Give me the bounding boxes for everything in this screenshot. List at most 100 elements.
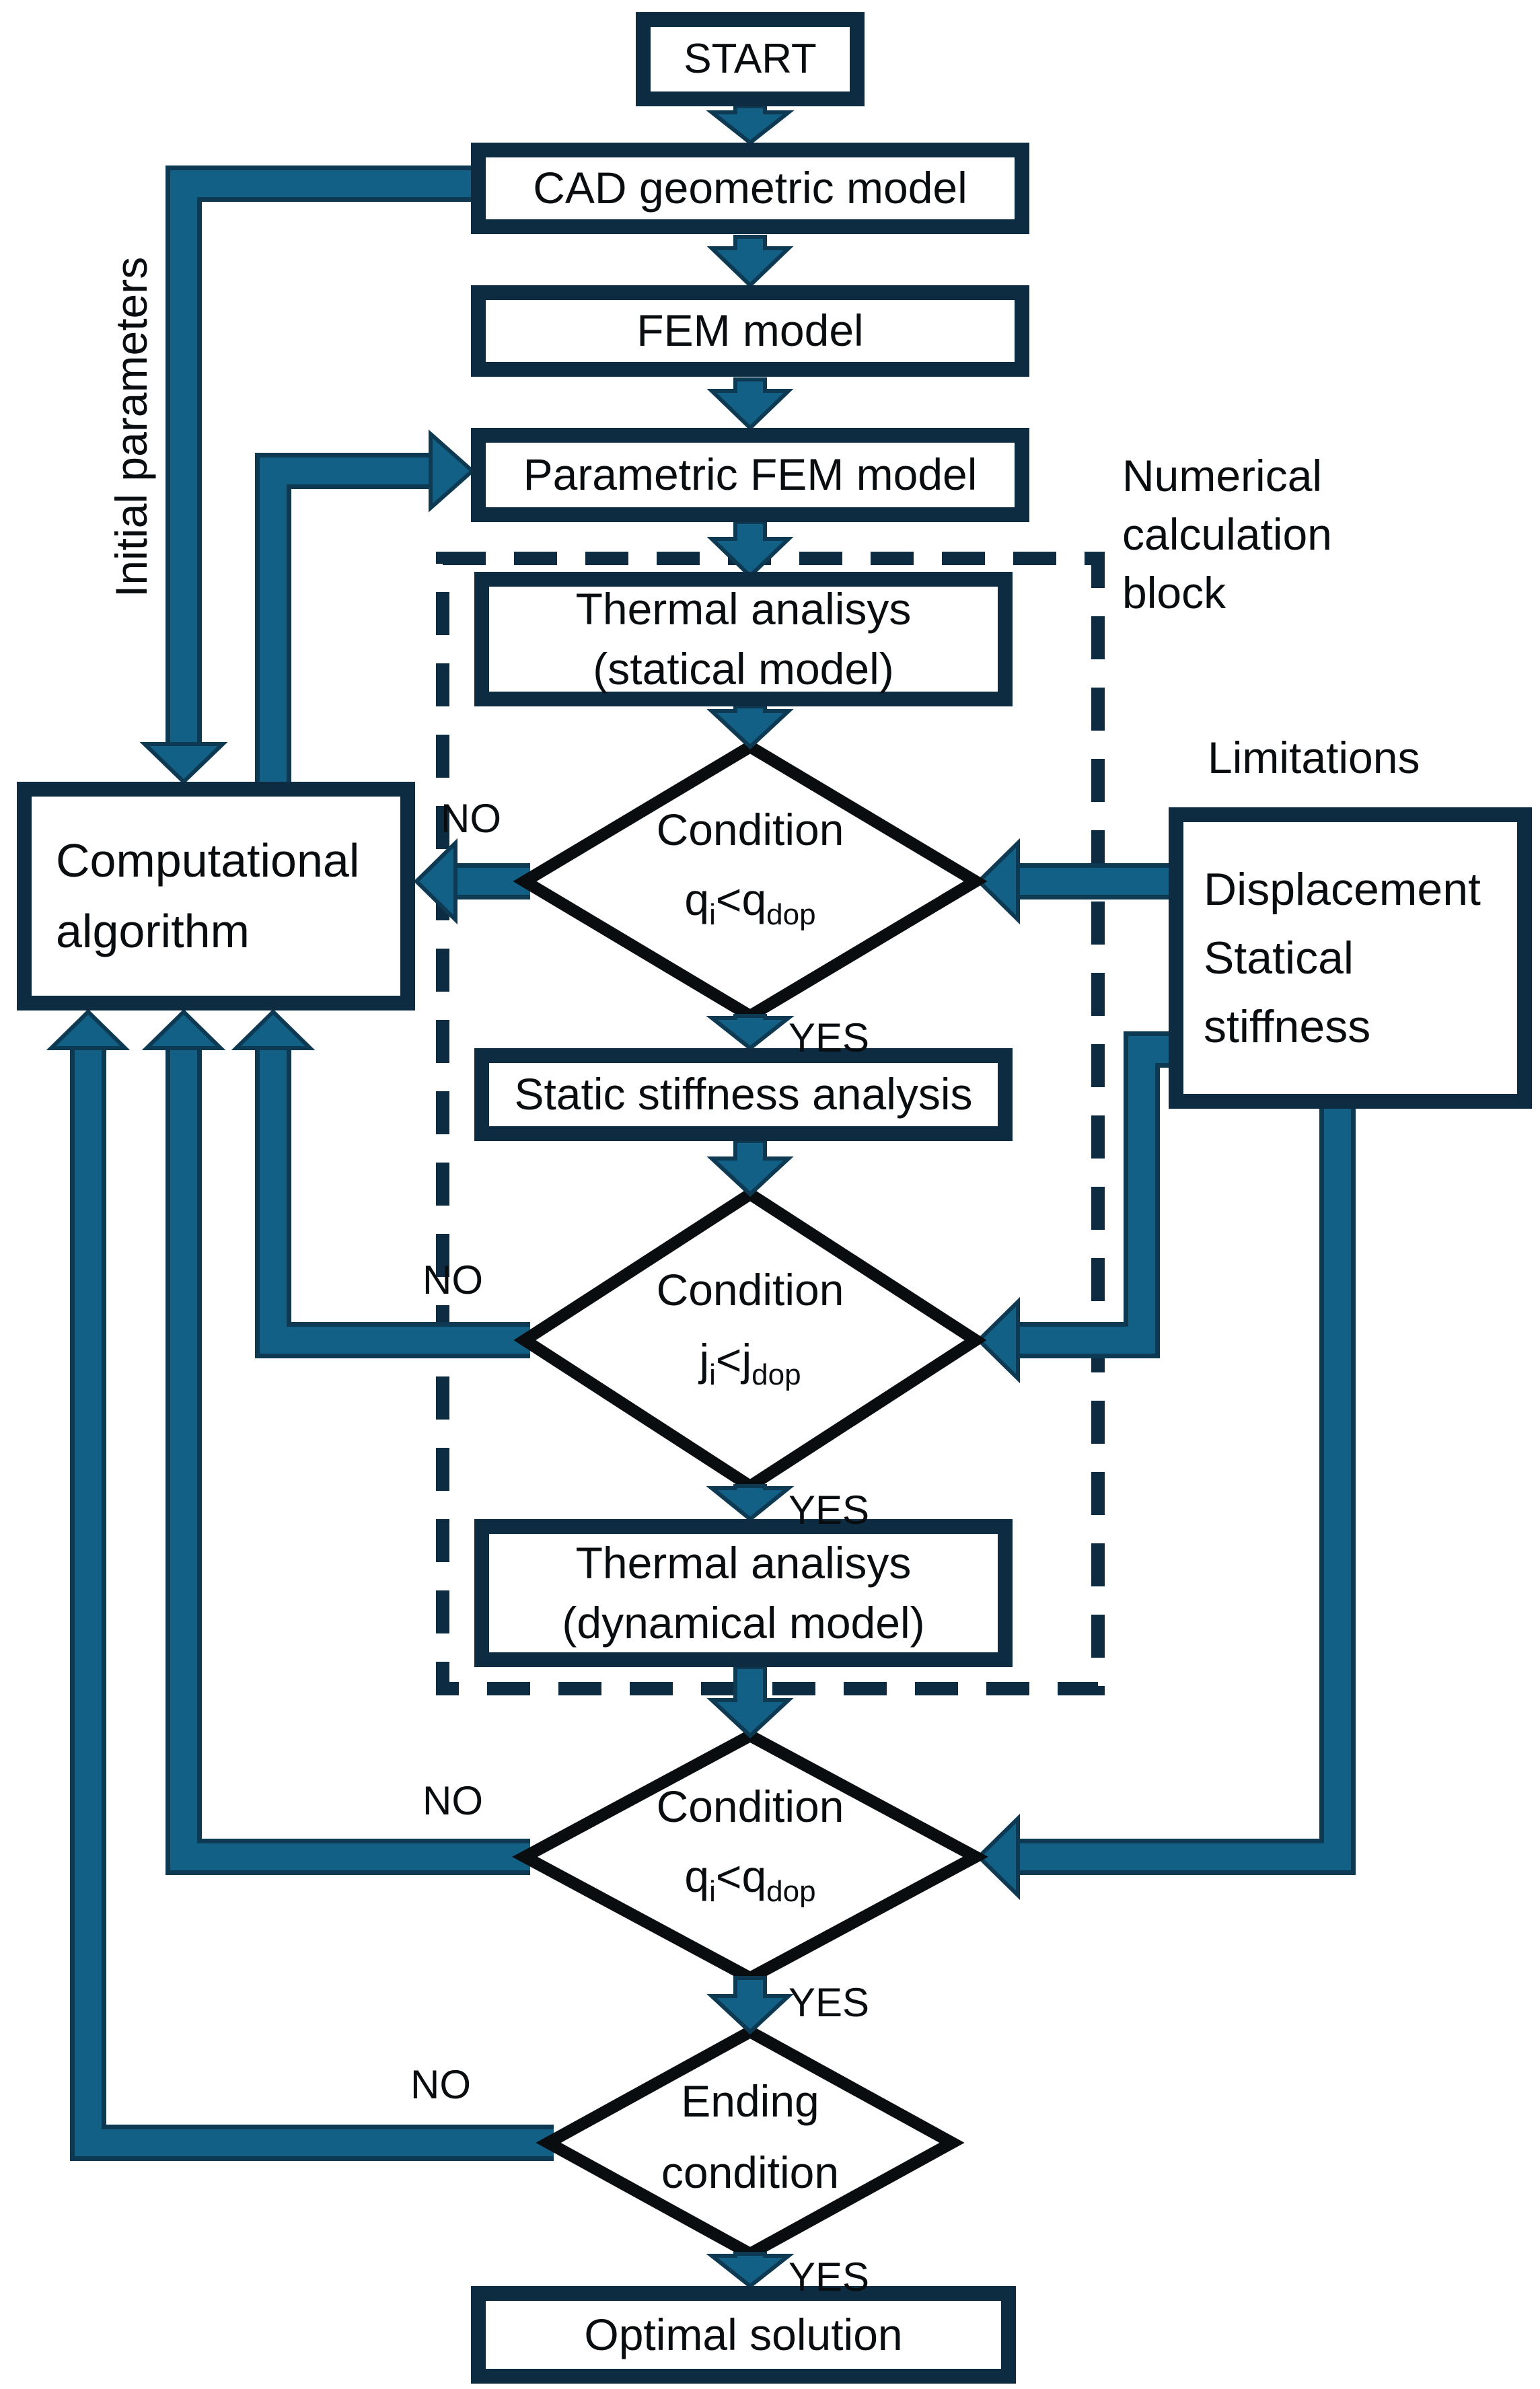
edge-computational-to-parametric (255, 429, 476, 782)
node-optimal-solution: Optimal solution (471, 2286, 1016, 2384)
node-computational-algorithm: Computational algorithm (17, 782, 415, 1010)
edge-line (1016, 1036, 1169, 1354)
edge-outline (166, 1047, 530, 1875)
thermal-static-line1: Thermal analisys (575, 583, 912, 634)
edge-cond2-no (231, 1008, 530, 1358)
node-thermal-analysis-dynamic: Thermal analisys (dynamical model) (474, 1519, 1013, 1667)
edge-label-yes-cond3: YES (789, 1980, 870, 2025)
edge-outline (255, 453, 431, 782)
edge-ending-no (46, 1008, 554, 2161)
edge-line (260, 1047, 530, 1354)
arrowhead-up-icon (231, 1008, 316, 1050)
limitations-line2: Statical (1204, 932, 1354, 984)
node-cad-label: CAD geometric model (533, 163, 967, 213)
edge-initial-parameters (139, 166, 471, 785)
arrowhead-up-icon (46, 1008, 131, 1050)
arrow-fem-to-parametric (706, 377, 794, 431)
edge-line (170, 170, 471, 745)
node-cad-model: CAD geometric model (471, 143, 1029, 234)
arrowhead-down-icon (139, 742, 228, 785)
thermal-dynamic-line1: Thermal analisys (575, 1537, 912, 1588)
edge-label-no-cond2: NO (423, 1257, 483, 1302)
condition-1-formula: qi<qdop (684, 877, 815, 930)
formula-rhs: q (741, 875, 767, 924)
edge-line (260, 457, 431, 782)
arrow-thermal-static-to-cond1 (706, 704, 794, 750)
node-condition-1-text: Condition qi<qdop (582, 807, 918, 930)
formula-lhs: q (684, 1851, 710, 1901)
arrow-ending-yes (706, 2252, 795, 2289)
label-numerical-calculation-block: Numerical calculation block (1122, 447, 1411, 622)
edge-limitations-to-cond2 (976, 1031, 1169, 1384)
edge-limitations-to-cond3 (976, 1109, 1356, 1901)
arrow-dynamic-to-cond3 (706, 1665, 794, 1739)
main-flow-arrows (706, 104, 795, 2289)
thermal-static-line2: (statical model) (593, 644, 894, 694)
arrow-cond3-yes (706, 1976, 794, 2035)
label-initial-parameters: Initial parameters (101, 222, 161, 632)
ending-line2: condition (661, 2147, 840, 2197)
formula-rhs-sub: dop (751, 1358, 801, 1392)
arrowhead-up-icon (141, 1008, 226, 1050)
edge-cond3-no (141, 1008, 530, 1875)
arrow-stiffness-to-cond2 (706, 1139, 794, 1198)
edge-line (170, 1047, 530, 1870)
arrowhead-left-icon (413, 838, 457, 925)
arrowhead-left-icon (976, 1813, 1020, 1901)
label-limitations: Limitations (1208, 732, 1420, 783)
formula-lhs: q (684, 875, 710, 924)
node-ending-condition-text: Ending condition (582, 2079, 918, 2195)
arrowhead-right-icon (429, 429, 476, 513)
node-static-stiffness-analysis: Static stiffness analysis (474, 1048, 1013, 1141)
condition-3-title: Condition (656, 1781, 844, 1831)
arrow-cond2-yes (706, 1484, 795, 1522)
node-fem-label: FEM model (636, 305, 864, 356)
formula-rhs: q (741, 1851, 767, 1901)
computational-line1: Computational (56, 834, 360, 887)
condition-3-formula: qi<qdop (684, 1854, 815, 1907)
edge-limitations-to-cond1 (976, 838, 1169, 925)
formula-lhs-sub: i (709, 1875, 716, 1909)
edge-label-no-cond1: NO (441, 796, 501, 841)
arrow-cond1-yes (706, 1014, 795, 1051)
arrowhead-left-icon (976, 1296, 1020, 1384)
formula-lhs-sub: i (709, 898, 716, 932)
condition-2-title: Condition (656, 1265, 844, 1315)
arrow-cad-to-fem (706, 235, 794, 289)
thermal-dynamic-line2: (dynamical model) (562, 1598, 925, 1648)
arrow-start-to-cad (706, 104, 795, 145)
node-fem-model: FEM model (471, 285, 1029, 377)
node-limitations-box: Displacement Statical stiffness (1169, 807, 1532, 1109)
formula-op: < (715, 1335, 742, 1385)
formula-rhs: j (741, 1335, 752, 1385)
edge-label-no-cond3: NO (423, 1778, 483, 1823)
node-start-label: START (684, 36, 817, 83)
node-parametric-label: Parametric FEM model (523, 449, 978, 500)
node-thermal-analysis-static: Thermal analisys (statical model) (474, 572, 1013, 706)
edge-label-yes-cond2: YES (789, 1487, 870, 1533)
arrowhead-left-icon (976, 838, 1020, 925)
optimal-solution-label: Optimal solution (584, 2309, 903, 2359)
formula-lhs: j (699, 1335, 710, 1385)
limitations-title-text: Limitations (1208, 733, 1420, 782)
edge-label-yes-ending: YES (789, 2254, 870, 2300)
condition-2-formula: ji<jdop (699, 1337, 801, 1390)
node-parametric-fem-model: Parametric FEM model (471, 428, 1029, 522)
edge-outline (1016, 1109, 1356, 1875)
formula-lhs-sub: i (709, 1358, 716, 1392)
edge-label-yes-cond1: YES (789, 1015, 870, 1060)
numerical-block-text: Numerical calculation block (1122, 451, 1332, 618)
computational-line2: algorithm (56, 905, 250, 957)
node-start: START (636, 12, 865, 106)
edge-label-no-ending: NO (410, 2062, 471, 2107)
condition-1-title: Condition (656, 805, 844, 854)
formula-op: < (715, 875, 742, 924)
ending-line1: Ending (681, 2076, 819, 2126)
formula-rhs-sub: dop (766, 898, 816, 932)
edge-line (1016, 1109, 1351, 1870)
node-condition-3-text: Condition qi<qdop (582, 1784, 918, 1907)
limitations-line3: stiffness (1204, 1001, 1371, 1052)
static-stiffness-label: Static stiffness analysis (514, 1069, 973, 1119)
